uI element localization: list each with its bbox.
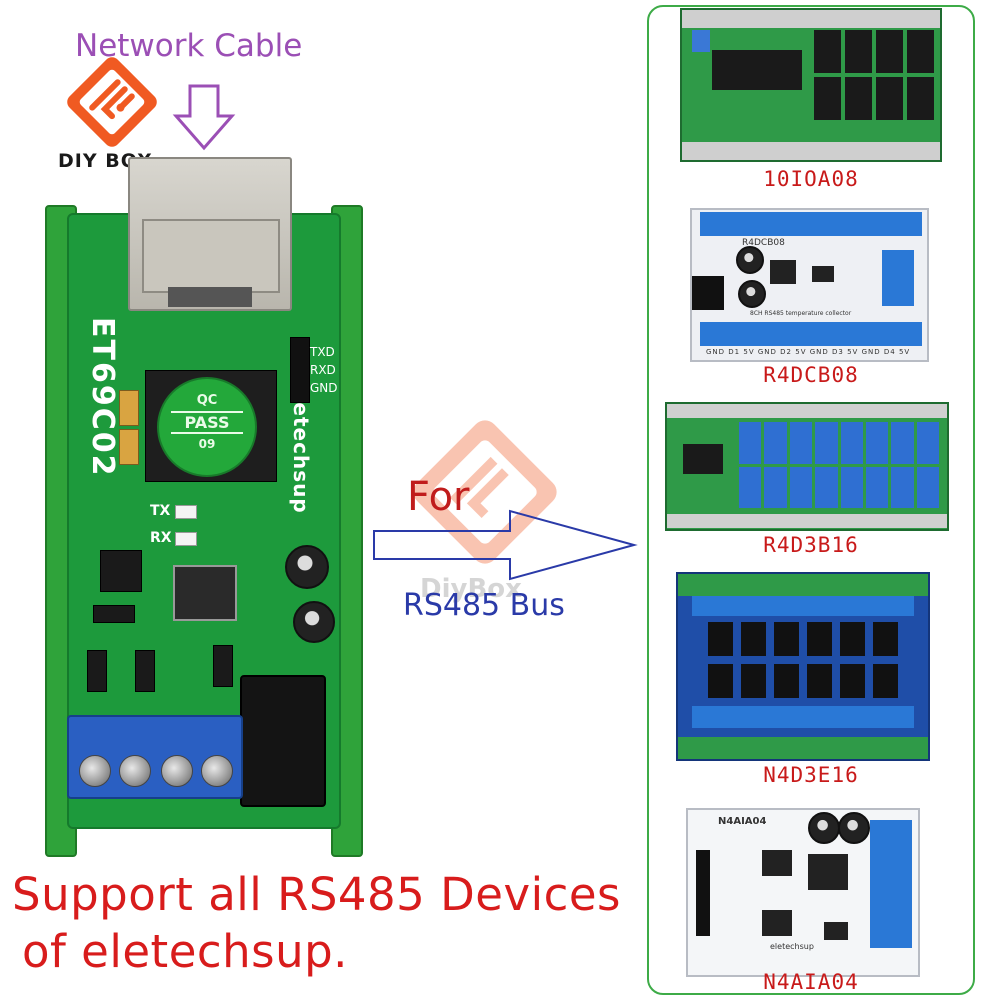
rs485-bus-label: RS485 Bus bbox=[403, 588, 565, 623]
dc-power-jack bbox=[240, 675, 326, 807]
screw bbox=[201, 755, 233, 787]
qc-line1: QC bbox=[196, 393, 218, 408]
smd-resistor bbox=[119, 429, 139, 465]
screw bbox=[119, 755, 151, 787]
rx-led bbox=[175, 532, 197, 546]
pin-label-gnd: GND bbox=[310, 381, 338, 395]
electrolytic-capacitor bbox=[293, 601, 335, 643]
device-board-text: R4DCB08 bbox=[742, 238, 785, 248]
main-board: ET69C02 eletechsup TXD RXD GND QC PASS 0… bbox=[45, 157, 363, 857]
device-label-n4d3e16: N4D3E16 bbox=[763, 763, 859, 787]
compatible-devices-panel bbox=[647, 5, 975, 995]
device-label-10ioa08: 10IOA08 bbox=[763, 167, 859, 191]
tx-led bbox=[175, 505, 197, 519]
device-10ioa08-image bbox=[680, 8, 942, 162]
device-r4d3b16-image bbox=[665, 402, 949, 531]
pin-label: GND bbox=[861, 348, 881, 356]
for-label: For bbox=[407, 474, 470, 520]
qc-line3: 09 bbox=[198, 437, 216, 451]
support-line2: of eletechsup. bbox=[22, 925, 348, 978]
pin-label: 5V bbox=[898, 348, 911, 356]
pin-label-txd: TXD bbox=[310, 345, 335, 359]
pin-label: 5V bbox=[847, 348, 859, 356]
device-n4d3e16-image bbox=[676, 572, 930, 761]
pin-label: D3 bbox=[832, 348, 844, 356]
device-label-r4dcb08: R4DCB08 bbox=[763, 363, 859, 387]
pin-label: 5V bbox=[795, 348, 807, 356]
pin-label: D1 bbox=[728, 348, 741, 356]
device-n4aia04-image: N4AIA04 eletechsup bbox=[686, 808, 920, 977]
model-label: ET69C02 bbox=[85, 317, 120, 478]
diode bbox=[93, 605, 135, 623]
voltage-regulator bbox=[173, 565, 237, 621]
tx-label: TX bbox=[150, 503, 171, 519]
pin-label: D2 bbox=[780, 348, 792, 356]
diybox-logo bbox=[62, 52, 162, 182]
rx-label: RX bbox=[150, 530, 172, 546]
device-label-n4aia04: N4AIA04 bbox=[763, 970, 859, 994]
pin-label: D4 bbox=[883, 348, 896, 356]
fuse bbox=[213, 645, 233, 687]
diode bbox=[87, 650, 107, 692]
watermark-text: DiyBox bbox=[420, 574, 522, 604]
screw-terminal-block bbox=[67, 715, 243, 799]
right-arrow-icon bbox=[373, 509, 638, 581]
pin-label: GND bbox=[706, 348, 726, 356]
rs485-transceiver-chip bbox=[100, 550, 142, 592]
qc-line2: PASS bbox=[171, 411, 243, 434]
pin-label: GND bbox=[757, 348, 777, 356]
pin-header bbox=[290, 337, 310, 403]
device-board-text: N4AIA04 bbox=[718, 816, 767, 827]
support-line1: Support all RS485 Devices bbox=[12, 868, 621, 921]
electrolytic-capacitor bbox=[285, 545, 329, 589]
pin-label: 5V bbox=[743, 348, 755, 356]
diybox-logo-icon bbox=[67, 57, 157, 147]
down-arrow-icon bbox=[172, 84, 236, 151]
device-brand-text: eletechsup bbox=[770, 942, 814, 951]
rj45-jack bbox=[128, 157, 292, 311]
screw bbox=[79, 755, 111, 787]
screw bbox=[161, 755, 193, 787]
network-cable-label: Network Cable bbox=[75, 28, 303, 64]
pin-label: GND bbox=[809, 348, 829, 356]
qc-pass-sticker: QC PASS 09 bbox=[157, 377, 257, 477]
diode bbox=[135, 650, 155, 692]
device-sub-text: 8CH RS485 temperature collector bbox=[750, 310, 852, 317]
smd-resistor bbox=[119, 390, 139, 426]
device-label-r4d3b16: R4D3B16 bbox=[763, 533, 859, 557]
pin-label-rxd: RXD bbox=[310, 363, 336, 377]
device-r4dcb08-image: R4DCB08 8CH RS485 temperature collector … bbox=[690, 208, 929, 362]
